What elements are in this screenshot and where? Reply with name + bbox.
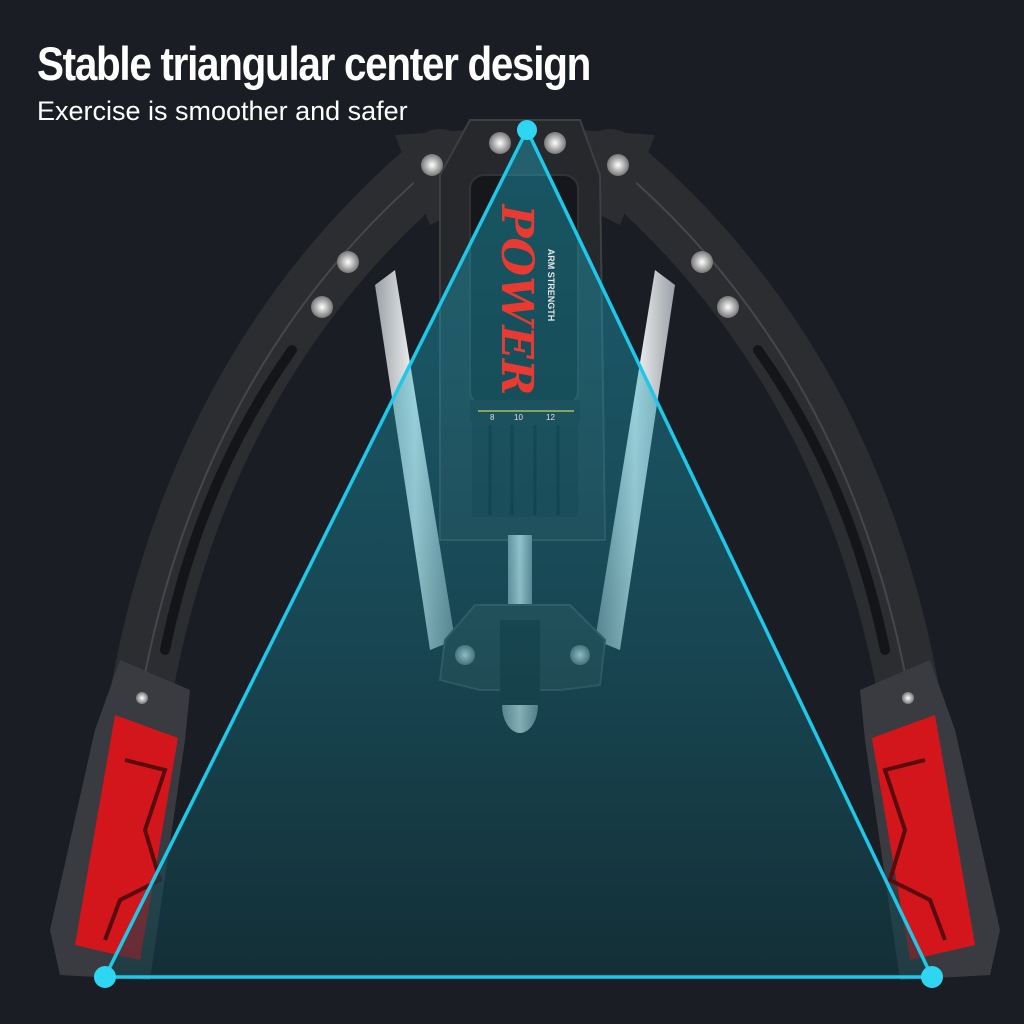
subheadline: Exercise is smoother and safer	[37, 96, 408, 126]
scale-mark: 8	[490, 413, 495, 422]
scale-mark: 10	[514, 413, 523, 422]
scale-mark: 12	[546, 413, 555, 422]
arm-strength-label: ARM STRENGTH	[546, 249, 556, 322]
headline: Stable triangular center design	[37, 37, 591, 90]
triangle-overlay	[94, 120, 943, 988]
power-label: POWER	[491, 203, 542, 396]
cylinder-labels: POWER ARM STRENGTH 8 10 12	[490, 203, 556, 422]
